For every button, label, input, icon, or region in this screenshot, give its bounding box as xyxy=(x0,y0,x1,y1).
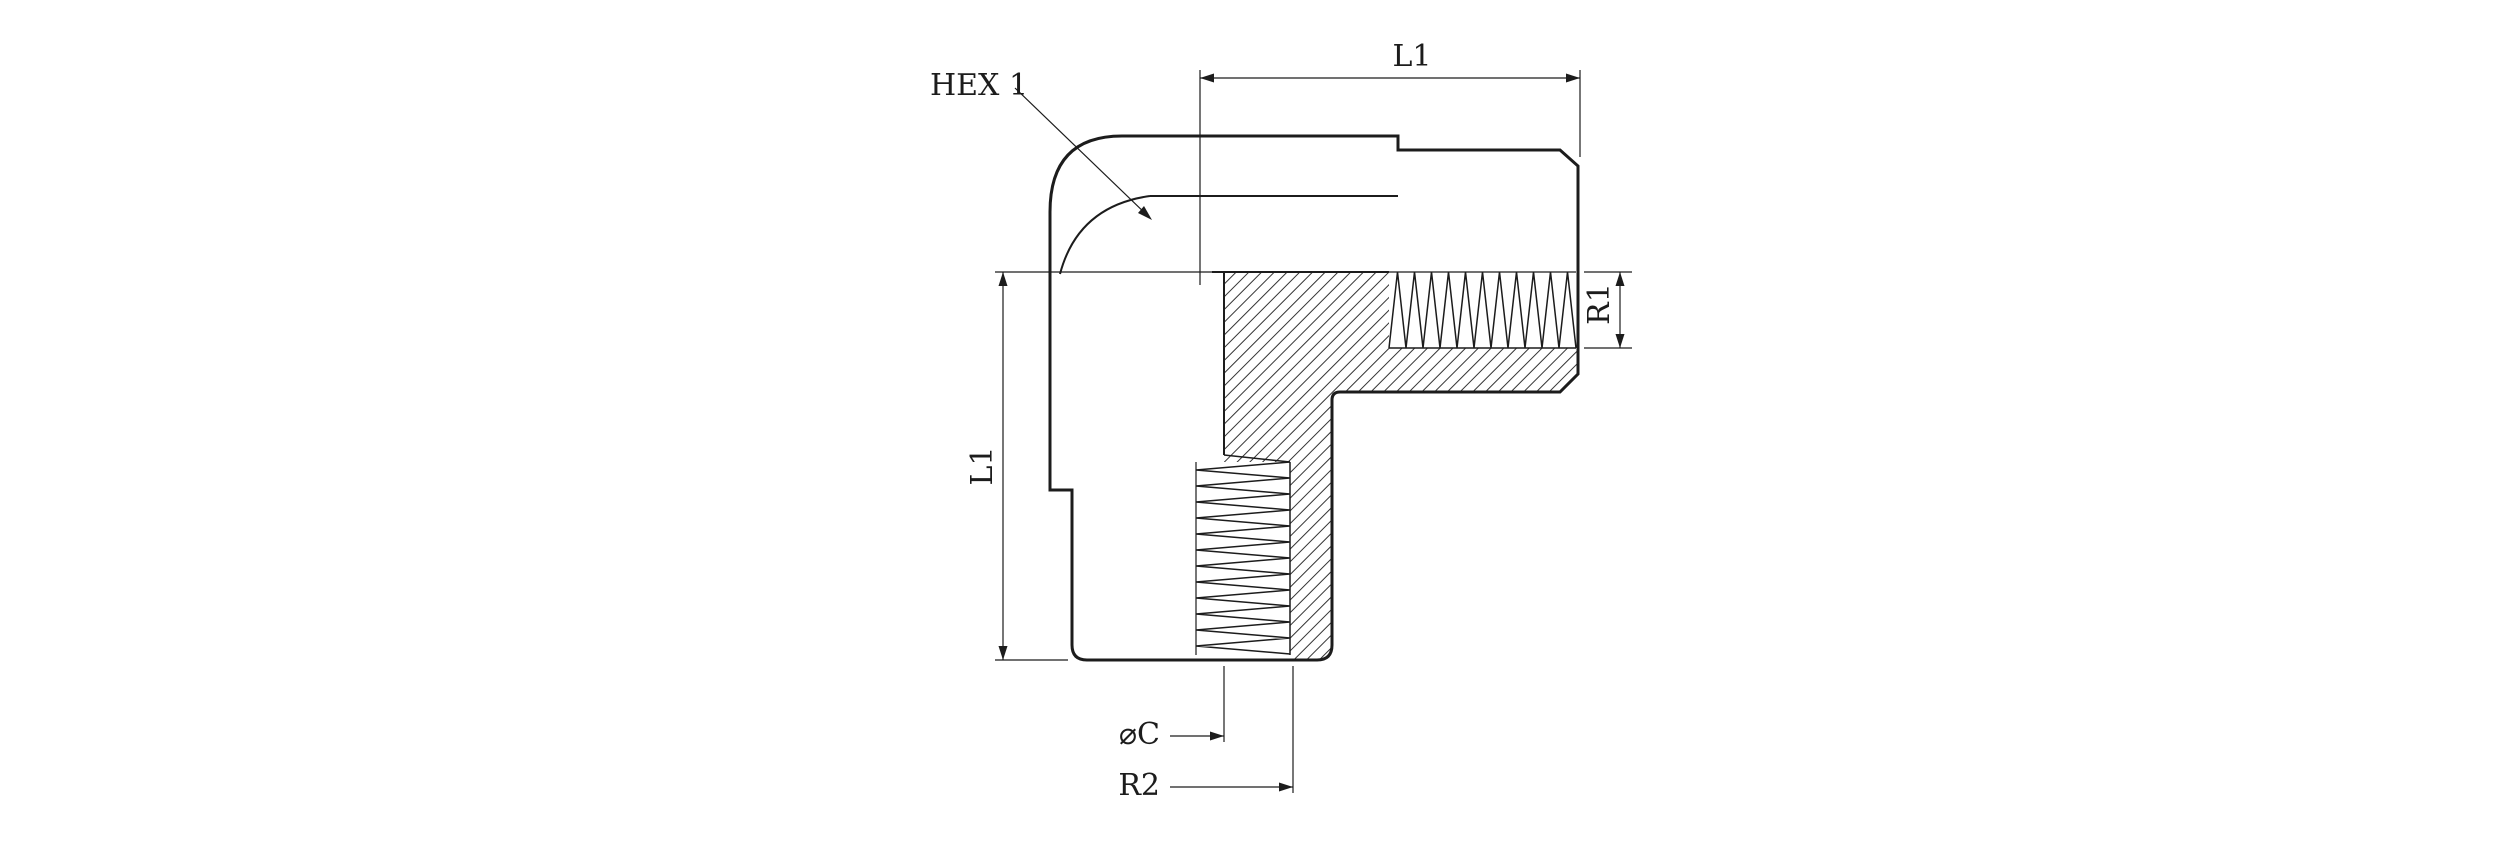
label-r1: R1 xyxy=(1582,283,1617,325)
l1-left-arrow-top xyxy=(998,272,1008,286)
l1-top-arrow-right xyxy=(1566,73,1580,83)
hex-leader-arrow xyxy=(1138,206,1152,220)
l1-top-arrow-left xyxy=(1200,73,1214,83)
dimension-l1-left: L1 xyxy=(965,271,1212,661)
dimension-l1-top: L1 xyxy=(1199,39,1581,285)
hex-leader: HEX 1 xyxy=(930,68,1152,220)
section-hatching xyxy=(1224,272,1578,660)
bottom-thread-profile xyxy=(1195,461,1291,655)
elbow-outline xyxy=(1048,134,1580,662)
label-r2: R2 xyxy=(1118,768,1160,803)
bore-lines xyxy=(1195,271,1576,655)
bottom-port-threads xyxy=(1195,461,1291,655)
right-port-threads xyxy=(1388,271,1577,349)
label-l1-left: L1 xyxy=(965,446,1000,485)
body-outline-path xyxy=(1048,134,1580,662)
right-thread-profile xyxy=(1388,271,1577,349)
r1-arrow-bottom xyxy=(1615,334,1625,348)
hex-chamfer-arc xyxy=(1059,195,1151,275)
thread-leadin-chamfer xyxy=(1223,454,1291,463)
hex-chamfer-lines xyxy=(1059,195,1398,275)
r1-arrow-top xyxy=(1615,272,1625,286)
label-c-diameter: ⌀C xyxy=(1119,717,1160,752)
c-arrow xyxy=(1210,731,1224,741)
label-hex: HEX 1 xyxy=(930,68,1028,103)
hex-leader-line xyxy=(1014,87,1149,217)
label-l1-top: L1 xyxy=(1392,39,1431,74)
dimension-c-diameter: ⌀C xyxy=(1119,666,1225,752)
hatched-material-region xyxy=(1224,272,1578,660)
dimension-r1: R1 xyxy=(1582,271,1632,349)
r2-arrow xyxy=(1279,782,1293,792)
l1-left-arrow-bottom xyxy=(998,646,1008,660)
dimension-r2: R2 xyxy=(1118,666,1294,803)
